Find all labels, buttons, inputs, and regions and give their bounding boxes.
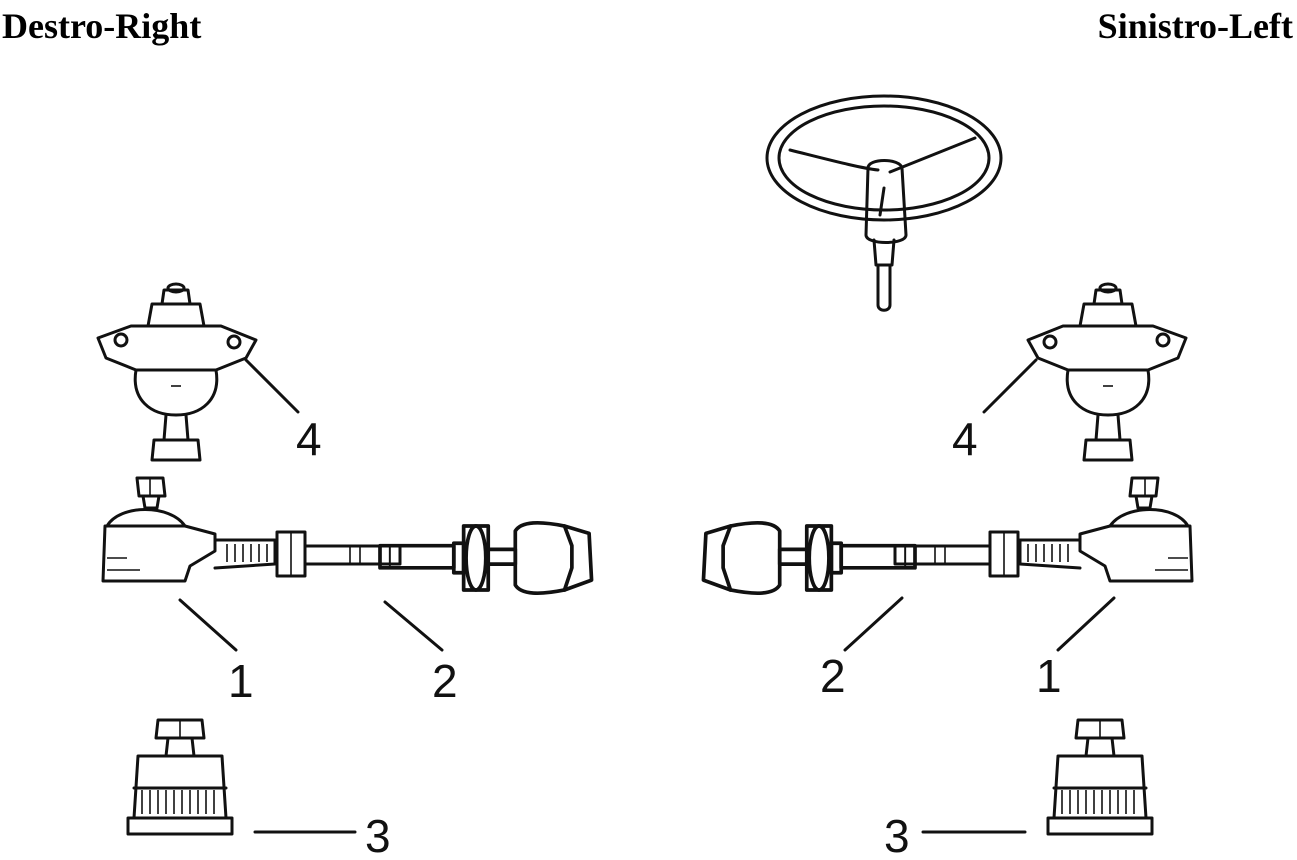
- inner-tie-rod-icon: [701, 520, 917, 596]
- lower-ball-joint-icon: [1046, 718, 1154, 836]
- lower-ball-joint-icon: [126, 718, 234, 836]
- callout-left-inner-tie-rod: 2: [820, 650, 846, 702]
- heading-right-side: Destro-Right: [2, 6, 202, 46]
- upper-ball-joint-icon: [96, 282, 258, 462]
- tie-rod-end-icon: [893, 476, 1194, 583]
- steering-wheel-icon: [765, 94, 1003, 312]
- callout-right-tie-rod-end: 1: [228, 655, 254, 707]
- callout-right-upper-ball-joint: 4: [296, 413, 322, 465]
- callout-left-lower-ball-joint: 3: [884, 810, 910, 860]
- callout-right-lower-ball-joint: 3: [365, 810, 391, 860]
- callout-left-upper-ball-joint: 4: [952, 413, 978, 465]
- tie-rod-end-icon: [101, 476, 402, 583]
- heading-left-side: Sinistro-Left: [1097, 6, 1293, 46]
- inner-tie-rod-icon: [378, 520, 594, 596]
- upper-ball-joint-icon: [1026, 282, 1188, 462]
- callout-left-tie-rod-end: 1: [1036, 650, 1062, 702]
- callout-right-inner-tie-rod: 2: [432, 655, 458, 707]
